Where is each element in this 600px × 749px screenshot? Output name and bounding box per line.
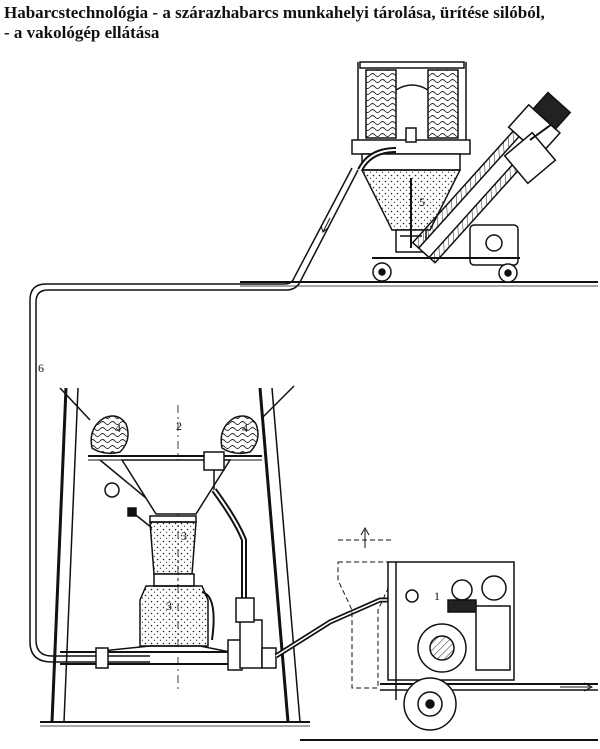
label-4-left: 4 — [115, 421, 121, 435]
lower-plastering-machine — [274, 526, 598, 741]
label-3-upper: 3 — [181, 529, 187, 543]
filter-bag-left — [365, 69, 397, 139]
label-6: 6 — [38, 361, 44, 375]
label-2: 2 — [176, 419, 182, 433]
silo-structure — [50, 385, 301, 723]
vibrator-right — [220, 415, 259, 455]
title-line-1: Habarcstechnológia - a szárazhabarcs mun… — [4, 3, 545, 22]
diagram-title: Habarcstechnológia - a szárazhabarcs mun… — [4, 3, 598, 43]
label-1: 1 — [434, 589, 440, 603]
label-4-right: 4 — [242, 421, 248, 435]
upper-plastering-machine — [240, 61, 598, 287]
filter-bag-right — [427, 69, 459, 139]
label-5: 5 — [419, 195, 425, 209]
vibrator-left — [90, 415, 129, 455]
title-line-2: - a vakológép ellátása — [4, 23, 160, 42]
conveying-hose — [29, 167, 359, 663]
dosing-unit — [40, 488, 310, 727]
label-3-lower: 3 — [166, 599, 172, 613]
